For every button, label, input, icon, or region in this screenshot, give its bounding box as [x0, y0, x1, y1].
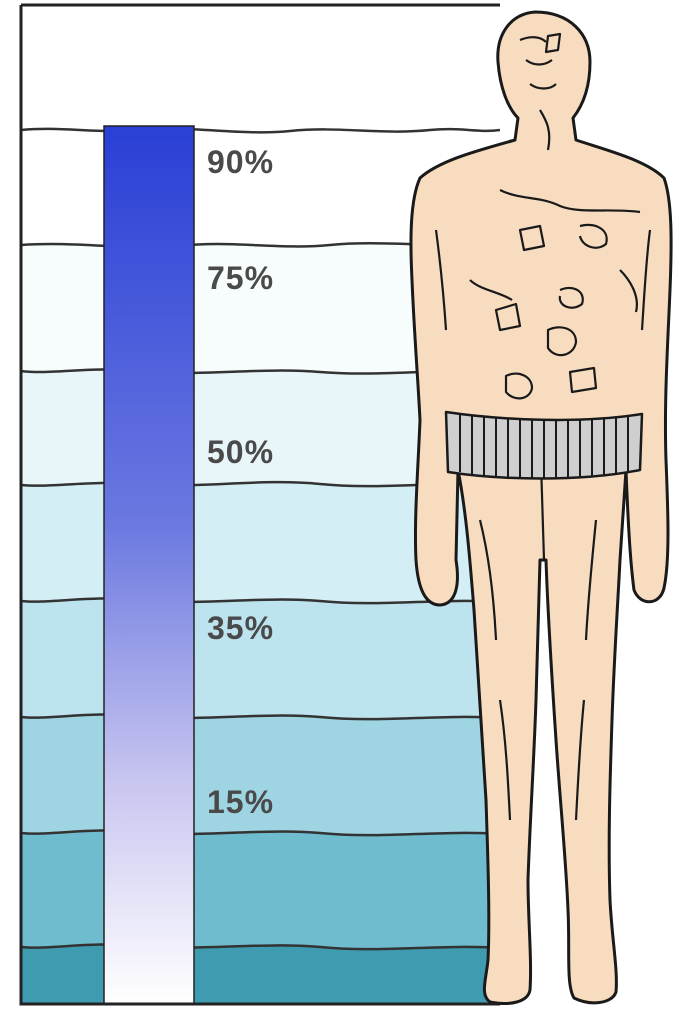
level-label-35: 35%: [207, 612, 274, 644]
level-label-50: 50%: [207, 436, 274, 468]
gradient-bar: [104, 126, 194, 1004]
band-0: [21, 944, 500, 1004]
level-label-15: 15%: [207, 786, 274, 818]
level-label-75: 75%: [207, 262, 274, 294]
level-label-90: 90%: [207, 146, 274, 178]
band-5: [21, 830, 500, 949]
